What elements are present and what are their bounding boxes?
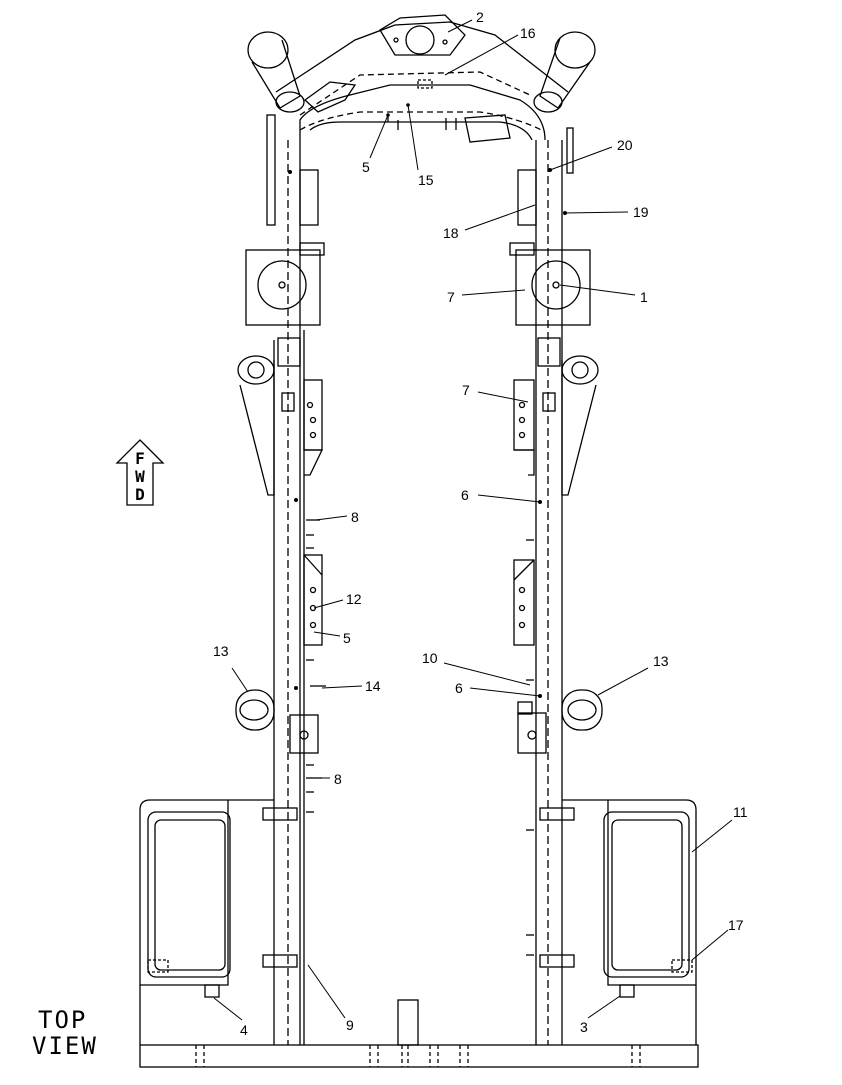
right-tank (562, 799, 697, 998)
view-label-view: VIEW (32, 1032, 98, 1060)
callout-18: 18 (443, 225, 459, 241)
callout-7-upper: 7 (447, 289, 455, 305)
callouts: 2 16 5 15 20 19 18 7 1 7 6 8 12 5 13 13 … (213, 9, 748, 1038)
callout-1: 1 (640, 289, 648, 305)
callout-4: 4 (240, 1022, 248, 1038)
forward-arrow-icon (115, 439, 165, 506)
left-upper-arm (237, 355, 275, 496)
left-top-roller (247, 31, 305, 113)
callout-8-lower: 8 (334, 771, 342, 787)
callout-10: 10 (422, 650, 438, 666)
callout-13-right: 13 (653, 653, 669, 669)
leader-dots (288, 103, 567, 698)
bottom-crossmember (139, 985, 699, 1068)
callout-7-lower: 7 (462, 382, 470, 398)
leader-lines (213, 19, 733, 1021)
left-tank (139, 799, 274, 998)
callout-9: 9 (346, 1017, 354, 1033)
callout-19: 19 (633, 204, 649, 220)
upper-crossmember (247, 14, 596, 143)
top-pulley (379, 14, 466, 56)
callout-3: 3 (580, 1019, 588, 1035)
right-mid-brackets (513, 379, 556, 646)
callout-6-lower: 6 (455, 680, 463, 696)
rail-fittings (306, 519, 534, 956)
right-top-bracket (464, 114, 511, 143)
right-cylinder-box (509, 242, 591, 326)
right-rail (517, 127, 574, 1045)
callout-15: 15 (418, 172, 434, 188)
callout-6-upper: 6 (461, 487, 469, 503)
right-upper-arm (561, 355, 599, 496)
fwd-letter-d: D (135, 485, 145, 504)
left-mid-brackets (281, 379, 324, 646)
view-label-top: TOP (38, 1006, 87, 1034)
left-cylinder-box (245, 242, 325, 326)
callout-16: 16 (520, 25, 536, 41)
callout-20: 20 (617, 137, 633, 153)
fwd-letter-f: F (135, 449, 145, 468)
callout-5-mid: 5 (343, 630, 351, 646)
right-top-roller (533, 31, 596, 113)
fwd-letter-w: W (135, 467, 145, 486)
callout-17: 17 (728, 917, 744, 933)
right-lower-lug (561, 689, 603, 731)
callout-2: 2 (476, 9, 484, 25)
callout-8-upper: 8 (351, 509, 359, 525)
rail-clamps (262, 807, 575, 968)
callout-12: 12 (346, 591, 362, 607)
left-lower-lug (235, 689, 275, 731)
forward-indicator: F W D (135, 449, 145, 504)
callout-11: 11 (733, 804, 748, 820)
callout-5-top: 5 (362, 159, 370, 175)
left-top-bracket (303, 81, 357, 113)
frame-drawing (115, 14, 733, 1068)
callout-14: 14 (365, 678, 381, 694)
callout-13-left: 13 (213, 643, 229, 659)
